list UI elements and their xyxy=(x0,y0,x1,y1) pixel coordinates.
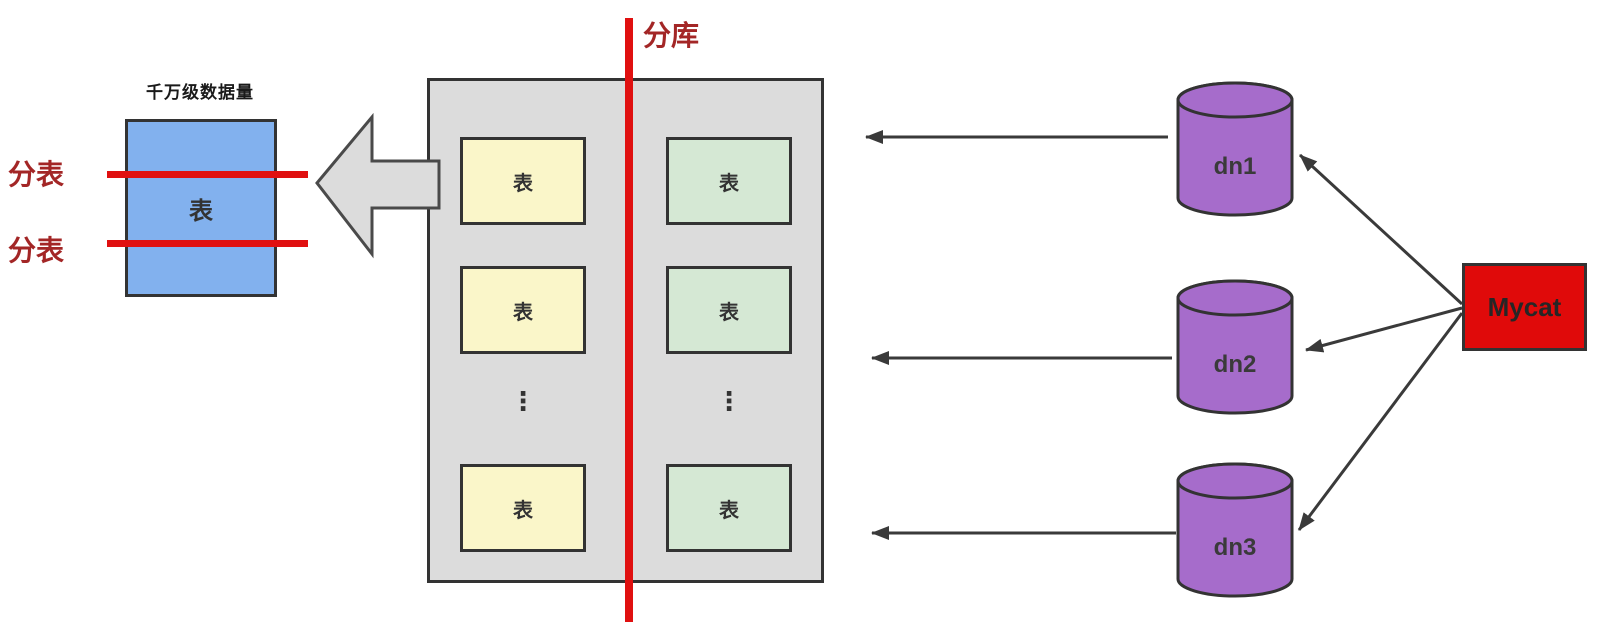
cylinder-icon xyxy=(1176,462,1294,598)
big-table-label: 表 xyxy=(189,197,213,225)
shard-table-left-2: 表 xyxy=(460,266,586,354)
mycat-middleware-box: Mycat xyxy=(1462,263,1587,351)
shard-table-label: 表 xyxy=(719,301,739,324)
node-label-dn1: dn1 xyxy=(1213,153,1257,180)
right-column-ellipsis: ⋮ xyxy=(716,386,742,416)
table-cut-line-2 xyxy=(107,240,308,247)
arrow-mycat-to-dn1 xyxy=(1298,153,1464,306)
shard-table-label: 表 xyxy=(719,172,739,195)
shard-table-left-1: 表 xyxy=(460,137,586,225)
node-label-dn2: dn2 xyxy=(1213,351,1257,378)
shard-table-right-2: 表 xyxy=(666,266,792,354)
shard-table-right-3: 表 xyxy=(666,464,792,552)
split-database-label: 分库 xyxy=(643,20,700,51)
shard-table-label: 表 xyxy=(513,172,533,195)
database-cut-line xyxy=(625,18,633,622)
node-label-dn3: dn3 xyxy=(1213,534,1257,561)
split-table-label-1: 分表 xyxy=(8,159,65,190)
cylinder-icon xyxy=(1176,279,1294,415)
arrow-mycat-to-dn2 xyxy=(1305,306,1463,353)
cylinder-icon xyxy=(1176,81,1294,217)
split-table-label-2: 分表 xyxy=(8,235,65,266)
shard-table-label: 表 xyxy=(513,499,533,522)
shard-table-left-3: 表 xyxy=(460,464,586,552)
database-cylinder-dn2: dn2 xyxy=(1176,279,1294,415)
big-table-title: 千万级数据量 xyxy=(146,83,254,102)
database-cylinder-dn3: dn3 xyxy=(1176,462,1294,598)
shard-table-label: 表 xyxy=(513,301,533,324)
shard-table-label: 表 xyxy=(719,499,739,522)
arrow-mycat-to-dn3 xyxy=(1297,312,1464,531)
database-cylinder-dn1: dn1 xyxy=(1176,81,1294,217)
left-column-ellipsis: ⋮ xyxy=(510,386,536,416)
shard-table-right-1: 表 xyxy=(666,137,792,225)
table-cut-line-1 xyxy=(107,171,308,178)
big-left-arrow-icon xyxy=(315,112,441,259)
mycat-label: Mycat xyxy=(1487,291,1562,322)
big-table-box: 表 xyxy=(125,119,277,297)
